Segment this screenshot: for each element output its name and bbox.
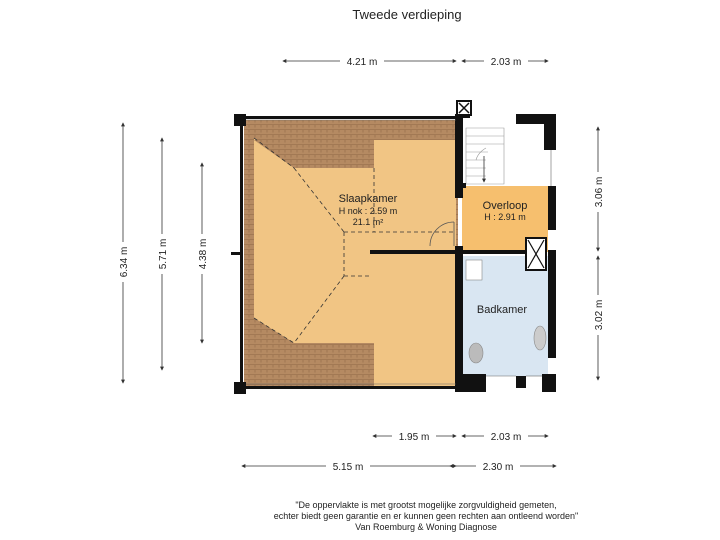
slaapkamer-area: 21.1 m² (353, 217, 384, 227)
dim-left-outer: 6.34 m (119, 247, 130, 278)
windows (246, 119, 552, 385)
stairs (465, 127, 505, 185)
roof-ridge-lines (253, 137, 456, 344)
dim-top-left: 4.21 m (347, 57, 378, 68)
dim-bottom-upper-right: 2.03 m (491, 432, 522, 443)
overloop-label: Overloop (483, 200, 528, 212)
disclaimer-line-1: "De oppervlakte is met grootst mogelijke… (295, 500, 556, 510)
ventilation-shaft-bath (525, 237, 547, 271)
dim-right-lower: 3.02 m (594, 300, 605, 331)
disclaimer-line-2: echter biedt geen garantie en er kunnen … (274, 511, 578, 521)
dim-bottom-upper-left: 1.95 m (399, 432, 430, 443)
dim-left-inner: 4.38 m (198, 239, 209, 270)
page-title: Tweede verdieping (352, 7, 461, 22)
dim-right-upper: 3.06 m (594, 177, 605, 208)
walls (231, 114, 556, 394)
overloop-height: H : 2.91 m (484, 212, 526, 222)
slaapkamer-label: Slaapkamer (339, 193, 398, 205)
badkamer-label: Badkamer (477, 304, 527, 316)
dim-bottom-lower-left: 5.15 m (333, 462, 364, 473)
slaapkamer-floor (248, 138, 456, 388)
dim-bottom-lower-right: 2.30 m (483, 462, 514, 473)
slaapkamer-height: H nok : 2.59 m (339, 206, 398, 216)
disclaimer-line-3: Van Roemburg & Woning Diagnose (355, 522, 497, 532)
dim-left-mid: 5.71 m (158, 239, 169, 270)
door-swing (429, 221, 455, 247)
dim-top-right: 2.03 m (491, 57, 522, 68)
bathroom-fixtures (465, 259, 547, 364)
ventilation-shaft-top (456, 100, 472, 116)
